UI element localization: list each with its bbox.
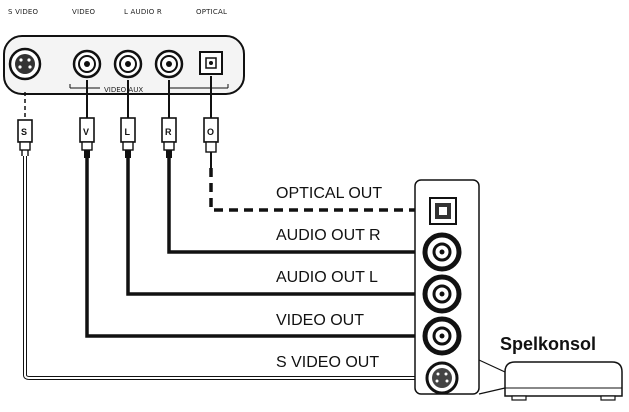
plug-o-label: O [207, 127, 214, 137]
label-audio-jacks: L AUDIO R [124, 8, 162, 16]
label-audio-out-r: AUDIO OUT R [276, 227, 381, 244]
plug-v-label: V [83, 127, 89, 137]
plug-s-label: S [21, 127, 27, 137]
s-video-jack [8, 47, 42, 81]
label-s-video-out: S VIDEO OUT [276, 354, 379, 371]
plug-optical: O [203, 117, 219, 168]
label-s-video-jack: S VIDEO [8, 8, 39, 16]
aux-input-panel [3, 35, 245, 95]
label-video-jack: VIDEO [72, 8, 95, 16]
label-optical-out: OPTICAL OUT [276, 185, 382, 202]
audio-l-jack [113, 49, 143, 79]
label-optical-jack: OPTICAL [196, 8, 227, 16]
audio-out-r-port [422, 232, 462, 272]
game-console-icon [504, 361, 623, 401]
video-jack [72, 49, 102, 79]
video-aux-label: VIDEO AUX [104, 86, 143, 94]
cable-audio-l [126, 158, 439, 298]
video-out-port [422, 316, 462, 356]
cable-video [85, 158, 439, 340]
optical-jack [199, 51, 223, 75]
plug-audio-r: R [161, 117, 177, 158]
plug-s-video: S [17, 119, 33, 156]
plug-l-label: L [125, 127, 131, 137]
plug-r-label: R [165, 127, 172, 137]
label-audio-out-l: AUDIO OUT L [276, 269, 378, 286]
audio-r-jack [154, 49, 184, 79]
cable-audio-r [167, 158, 439, 256]
s-video-out-port [425, 361, 459, 395]
console-output-panel [414, 179, 480, 395]
label-video-out: VIDEO OUT [276, 312, 364, 329]
optical-out-port [429, 197, 457, 225]
device-label: Spelkonsol [500, 334, 596, 354]
plug-audio-l: L [120, 117, 136, 158]
audio-out-l-port [422, 274, 462, 314]
plug-video: V [79, 117, 95, 158]
